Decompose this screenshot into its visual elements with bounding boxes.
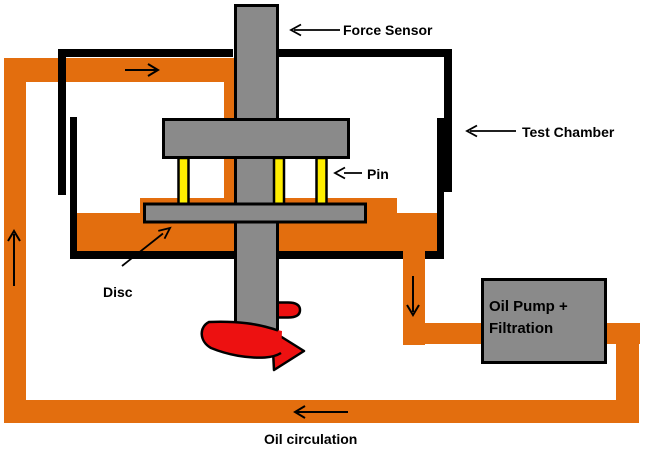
rotation-arrow-front-band-outline	[200, 320, 282, 359]
chamber-inner-left-wall	[70, 117, 77, 254]
drive-shaft	[234, 4, 279, 339]
oil-pipe-right	[616, 323, 639, 423]
chamber-outer-right-wall	[444, 49, 452, 192]
diagram-labels: Force Sensor Test Chamber Pin Disc Oil c…	[103, 22, 615, 447]
chamber-inner-right-wall	[437, 118, 444, 255]
pin-holder-block	[162, 118, 350, 159]
flow-arrow-right-icon	[125, 63, 160, 77]
pin-right	[315, 156, 328, 206]
flow-arrow-up-icon	[7, 229, 21, 286]
oil-outlet-pipe-horizontal	[403, 323, 481, 344]
pin-middle	[272, 156, 286, 206]
oil-pipe-top	[4, 58, 234, 82]
rotation-arrow-front-band	[201, 321, 282, 358]
oil-pump-box	[481, 278, 607, 364]
oil-pump-label-line1: Oil Pump +	[489, 298, 568, 315]
oil-pump-unit: Oil Pump + Filtration	[481, 278, 607, 364]
oil-circulation-label: Oil circulation	[264, 431, 357, 447]
test-chamber-arrow-icon	[465, 124, 516, 138]
flow-arrow-left-icon	[293, 405, 348, 419]
disc-label: Disc	[103, 284, 133, 300]
chamber-bottom-wall-right	[425, 251, 444, 259]
flow-arrow-down-icon	[406, 276, 420, 317]
chamber-outer-left-wall	[58, 49, 66, 195]
pin-left	[177, 156, 190, 206]
force-sensor-label: Force Sensor	[343, 22, 433, 38]
disc	[143, 202, 367, 224]
flow-arrows	[7, 63, 420, 419]
test-chamber-label: Test Chamber	[522, 124, 615, 140]
rotation-arrow	[200, 320, 306, 372]
chamber-top-wall-right	[277, 49, 452, 57]
force-sensor-arrow-icon	[289, 23, 340, 37]
pin-arrow-icon	[333, 166, 362, 180]
oil-pump-label-line2: Filtration	[489, 320, 553, 337]
chamber-top-wall-left	[58, 49, 233, 57]
pin-label: Pin	[367, 166, 389, 182]
disc-arrow-icon	[121, 226, 172, 267]
callout-arrows	[121, 23, 516, 267]
